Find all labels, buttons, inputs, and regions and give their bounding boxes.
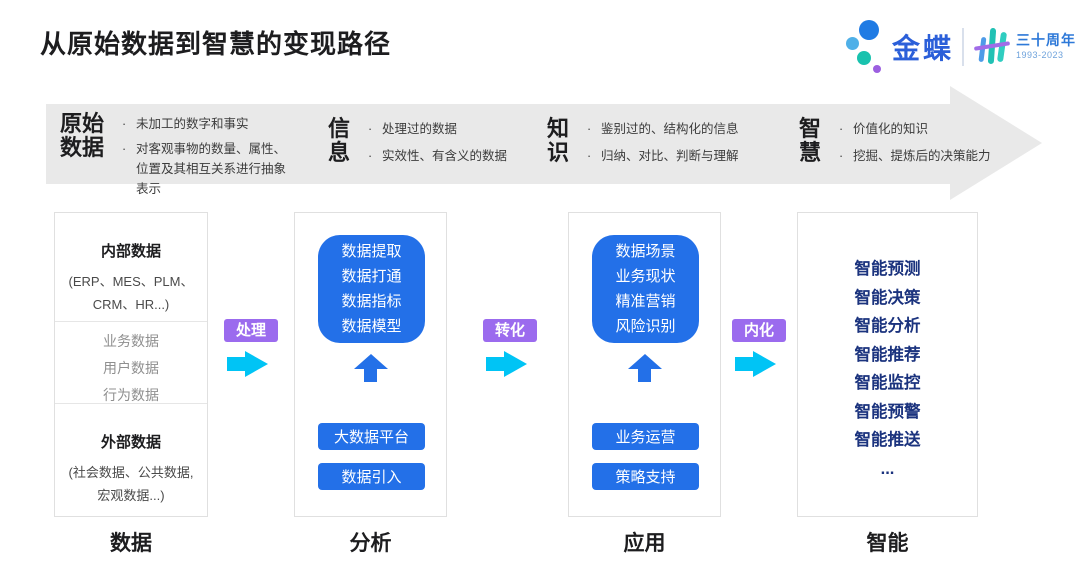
column-label-analysis: 分析 <box>349 532 392 555</box>
intelligence-item: 智能分析 <box>854 317 921 335</box>
banner-stage-knowledge: 知 识 · 鉴别过的、结构化的信息 · 归纳、对比、判断与理解 <box>547 117 777 173</box>
application-card: 数据场景 业务现状 精准营销 风险识别 <box>592 235 699 343</box>
bullet-icon: · <box>368 122 373 136</box>
stage-point: · 鉴别过的、结构化的信息 <box>587 119 777 139</box>
connector-label: 内化 <box>732 319 786 342</box>
stage-point: · 处理过的数据 <box>368 119 548 139</box>
section-external-data: 外部数据 (社会数据、公共数据, 宏观数据...) <box>55 403 207 516</box>
strategy-support-button: 策略支持 <box>592 463 699 490</box>
kingdee-logo: 金蝶 三十周年 1993-2023 <box>846 18 1076 76</box>
bullet-icon: · <box>587 122 592 136</box>
right-arrow-icon <box>224 351 278 377</box>
column-label-data: 数据 <box>110 532 152 555</box>
section-heading: 外部数据 <box>100 434 161 451</box>
stage-point: · 价值化的知识 <box>839 119 1017 139</box>
kingdee-dots-icon <box>846 19 884 75</box>
stage-point-text: 价值化的知识 <box>853 122 929 136</box>
intelligence-item-more: ... <box>880 459 895 478</box>
analysis-card: 数据提取 数据打通 数据指标 数据模型 <box>318 235 425 343</box>
column-label-intelligence: 智能 <box>866 532 909 555</box>
data-type-item: 行为数据 <box>103 387 159 403</box>
stage-point-text: 挖掘、提炼后的决策能力 <box>853 149 991 163</box>
section-detail: 宏观数据...) <box>97 488 165 503</box>
banner-stage-information: 信 息 · 处理过的数据 · 实效性、有含义的数据 <box>328 117 548 173</box>
column-box-data: 内部数据 (ERP、MES、PLM、 CRM、HR...) 业务数据 用户数据 … <box>54 212 208 517</box>
data-type-item: 业务数据 <box>103 333 159 349</box>
card-line: 数据打通 <box>341 268 402 285</box>
bullet-icon: · <box>368 149 373 163</box>
section-internal-data: 内部数据 (ERP、MES、PLM、 CRM、HR...) <box>55 213 207 321</box>
bullet-icon: · <box>839 149 844 163</box>
card-line: 数据指标 <box>341 293 402 310</box>
stage-point-text: 归纳、对比、判断与理解 <box>601 149 739 163</box>
logo-divider <box>962 28 965 66</box>
card-line: 数据提取 <box>341 243 402 260</box>
column-box-application: 数据场景 业务现状 精准营销 风险识别 业务运营 策略支持 <box>568 212 721 517</box>
stage-point: · 未加工的数字和事实 <box>122 114 294 134</box>
data-ingestion-button: 数据引入 <box>318 463 425 490</box>
column-box-analysis: 数据提取 数据打通 数据指标 数据模型 大数据平台 数据引入 <box>294 212 447 517</box>
stage-point-text: 鉴别过的、结构化的信息 <box>601 122 739 136</box>
banner-stage-raw-data: 原始 数据 · 未加工的数字和事实 · 对客观事物的数量、属性、位置及其相互关系… <box>60 112 294 204</box>
right-arrow-icon <box>483 351 537 377</box>
stage-term: 智 慧 <box>799 116 822 165</box>
column-label-application: 应用 <box>623 532 666 555</box>
intelligence-item: 智能推送 <box>854 431 921 449</box>
stage-term: 原始 数据 <box>60 111 105 160</box>
right-arrow-icon <box>732 351 786 377</box>
anniversary-block: 三十周年 1993-2023 <box>974 24 1076 70</box>
business-operation-button: 业务运营 <box>592 423 699 450</box>
column-box-intelligence: 智能预测 智能决策 智能分析 智能推荐 智能监控 智能预警 智能推送 ... <box>797 212 978 517</box>
section-heading: 内部数据 <box>100 243 161 260</box>
intelligence-item: 智能预警 <box>854 402 921 421</box>
bullet-icon: · <box>122 117 127 131</box>
section-detail: (社会数据、公共数据, <box>68 465 194 480</box>
card-line: 精准营销 <box>615 293 676 310</box>
intelligence-list: 智能预测 智能决策 智能分析 智能推荐 智能监控 智能预警 智能推送 ... <box>798 213 977 483</box>
connector-label: 处理 <box>224 319 278 342</box>
anniversary-label: 三十周年 <box>1016 32 1077 49</box>
up-arrow-icon <box>569 354 720 382</box>
page-title: 从原始数据到智慧的变现路径 <box>40 29 392 59</box>
stage-term: 信 息 <box>328 116 351 165</box>
bullet-icon: · <box>122 142 127 156</box>
card-line: 风险识别 <box>615 318 676 335</box>
banner-arrow <box>46 104 951 184</box>
stage-point: · 归纳、对比、判断与理解 <box>587 146 777 166</box>
stage-point-text: 未加工的数字和事实 <box>136 117 249 131</box>
anniversary-mark-icon <box>974 28 1010 64</box>
connector-internalize: 内化 <box>732 319 786 377</box>
data-type-item: 用户数据 <box>103 360 159 376</box>
section-detail: (ERP、MES、PLM、 <box>68 274 194 289</box>
stage-term: 知 识 <box>547 116 570 165</box>
stage-point-text: 实效性、有含义的数据 <box>382 149 508 163</box>
intelligence-item: 智能推荐 <box>854 345 921 364</box>
intelligence-item: 智能监控 <box>854 374 921 392</box>
banner-arrowhead-icon <box>950 86 1042 200</box>
section-middle-data: 业务数据 用户数据 行为数据 <box>55 321 207 403</box>
intelligence-item: 智能预测 <box>854 260 921 278</box>
big-data-platform-button: 大数据平台 <box>318 423 425 450</box>
intelligence-item: 智能决策 <box>854 288 921 307</box>
stage-point: · 挖掘、提炼后的决策能力 <box>839 146 1017 166</box>
brand-name: 金蝶 <box>892 33 955 64</box>
card-line: 数据模型 <box>341 318 402 335</box>
connector-processing: 处理 <box>224 319 278 377</box>
stage-point: · 实效性、有含义的数据 <box>368 146 548 166</box>
card-line: 数据场景 <box>615 243 676 260</box>
connector-transform: 转化 <box>483 319 537 377</box>
anniversary-years: 1993-2023 <box>1016 49 1064 60</box>
bullet-icon: · <box>587 149 592 163</box>
bullet-icon: · <box>839 122 844 136</box>
up-arrow-icon <box>295 354 446 382</box>
banner-stage-wisdom: 智 慧 · 价值化的知识 · 挖掘、提炼后的决策能力 <box>799 117 1017 173</box>
stage-point-text: 处理过的数据 <box>382 122 458 136</box>
stage-point-text: 对客观事物的数量、属性、位置及其相互关系进行抽象表示 <box>136 142 287 196</box>
connector-label: 转化 <box>483 319 537 342</box>
stage-point: · 对客观事物的数量、属性、位置及其相互关系进行抽象表示 <box>122 139 294 199</box>
card-line: 业务现状 <box>615 268 676 285</box>
section-detail: CRM、HR...) <box>92 297 170 312</box>
